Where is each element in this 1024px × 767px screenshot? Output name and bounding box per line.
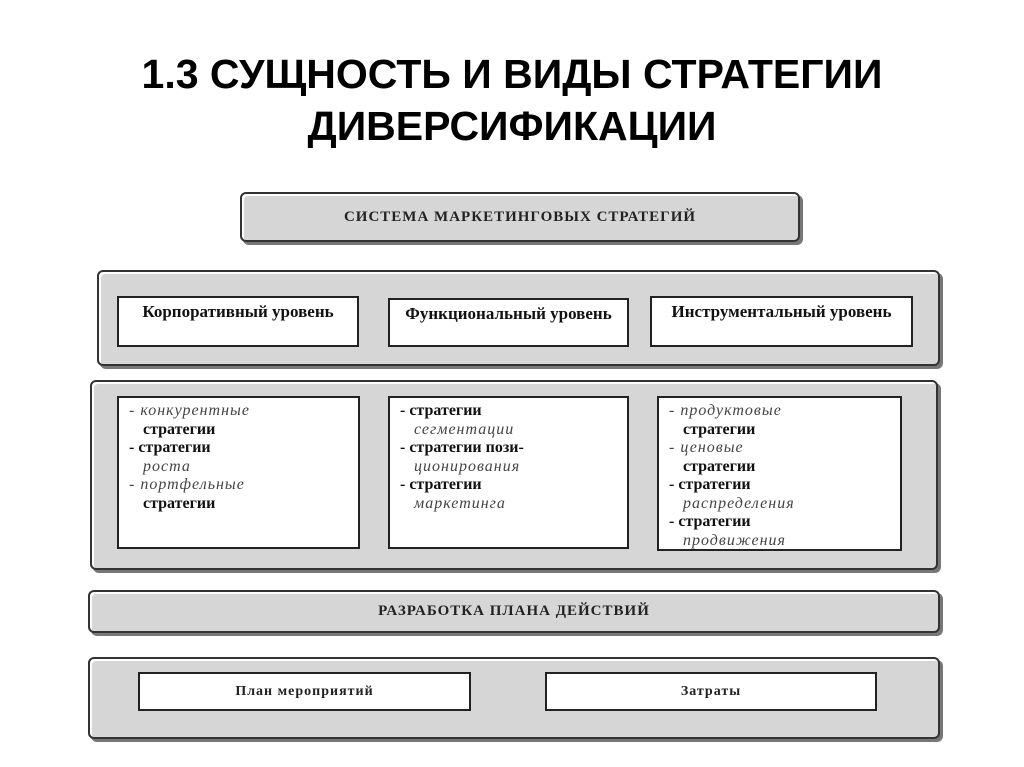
marketing-strategies-system-header: СИСТЕМА МАРКЕТИНГОВЫХ СТРАТЕГИЙ bbox=[240, 192, 800, 242]
levels-panel: Корпоративный уровень Функциональный уро… bbox=[97, 270, 940, 366]
strategy-line: распределения bbox=[683, 494, 795, 512]
level-instrumental: Инструментальный уровень bbox=[650, 296, 913, 347]
strategy-line: - портфельные bbox=[129, 476, 245, 493]
strategy-line: - стратегии bbox=[400, 476, 482, 493]
strategy-line: маркетинга bbox=[414, 494, 506, 512]
slide-title: 1.3 СУЩНОСТЬ И ВИДЫ СТРАТЕГИИ ДИВЕРСИФИК… bbox=[141, 51, 883, 149]
strategy-line: стратегии bbox=[143, 494, 216, 512]
strategy-line: сегментации bbox=[414, 420, 515, 438]
action-plan-header: РАЗРАБОТКА ПЛАНА ДЕЙСТВИЙ bbox=[88, 590, 940, 633]
level-corporate: Корпоративный уровень bbox=[117, 296, 359, 347]
strategy-line: - стратегии bbox=[129, 439, 211, 456]
costs-box: Затраты bbox=[545, 672, 877, 711]
strategy-line: - ценовые bbox=[669, 439, 744, 456]
strategy-line: - стратегии пози- bbox=[400, 439, 524, 456]
strategy-line: - продуктовые bbox=[669, 402, 782, 419]
strategy-line: роста bbox=[143, 457, 191, 475]
strategy-line: - стратегии bbox=[669, 476, 751, 493]
strategy-line: стратегии bbox=[683, 457, 756, 475]
activities-plan-box: План мероприятий bbox=[138, 672, 471, 711]
strategy-line: стратегии bbox=[683, 420, 756, 438]
strategy-line: - стратегии bbox=[400, 402, 482, 419]
strategy-line: ционирования bbox=[414, 457, 521, 475]
strategy-line: продвижения bbox=[683, 531, 786, 549]
strategy-line: стратегии bbox=[143, 420, 216, 438]
strategy-line: - конкурентные bbox=[129, 402, 250, 419]
strategy-line: - стратегии bbox=[669, 513, 751, 530]
level-functional: Функциональный уровень bbox=[388, 298, 629, 347]
plan-panel: План мероприятий Затраты bbox=[88, 657, 940, 739]
